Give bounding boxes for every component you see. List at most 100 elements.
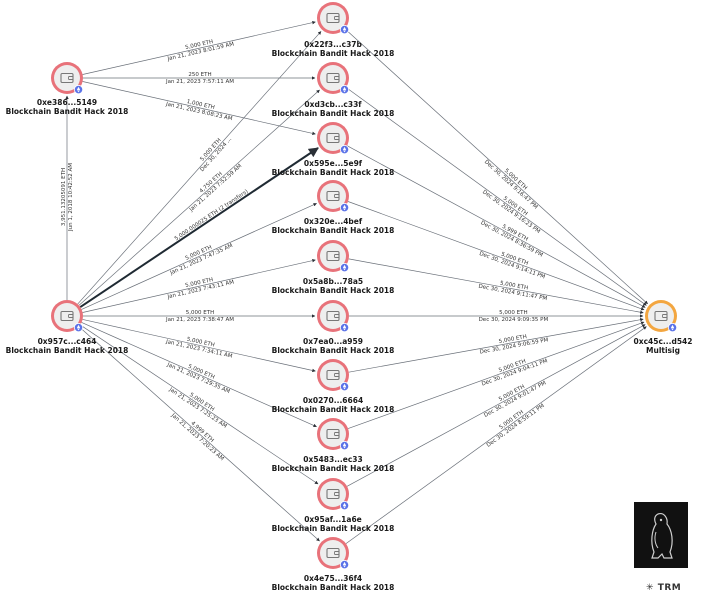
node-label-mid[interactable]: 0x7ea0...a959 Blockchain Bandit Hack 201…	[258, 337, 408, 355]
node-mid[interactable]	[317, 300, 350, 333]
node-address: 0x320e...4bef	[303, 217, 363, 226]
node-body	[54, 303, 80, 329]
node-tag: Blockchain Bandit Hack 2018	[271, 583, 395, 592]
node-address: 0x4e75...36f4	[303, 574, 363, 583]
node-label-mid[interactable]: 0x5a8b...78a5 Blockchain Bandit Hack 201…	[258, 277, 408, 295]
node-label-mid[interactable]: 0x320e...4bef Blockchain Bandit Hack 201…	[258, 217, 408, 235]
node-address: 0x7ea0...a959	[303, 337, 363, 346]
edge-src-a-out[interactable]	[82, 81, 316, 136]
ethereum-icon	[339, 84, 350, 95]
node-dest[interactable]	[645, 300, 678, 333]
edge-src-b-out[interactable]	[78, 89, 320, 306]
ethereum-icon	[339, 440, 350, 451]
edge-src-b-out[interactable]	[79, 147, 319, 308]
edge-time: Jun 1, 2018 10:42:52 AM	[68, 163, 74, 232]
node-label-mid[interactable]: 0x22f3...c37b Blockchain Bandit Hack 201…	[258, 40, 408, 58]
ethereum-icon	[339, 144, 350, 155]
edge-amount: 5,000 ETH	[499, 281, 528, 292]
wallet-icon	[326, 428, 340, 440]
edge-to-dest[interactable]	[345, 326, 647, 544]
node-tag: Blockchain Bandit Hack 2018	[271, 168, 395, 177]
node-address: 0x5a8b...78a5	[302, 277, 364, 286]
node-body	[320, 243, 346, 269]
node-body	[320, 125, 346, 151]
node-body	[320, 421, 346, 447]
trm-brand: ✳ TRM	[646, 583, 681, 593]
wallet-icon	[60, 310, 74, 322]
edge-time: Jan 21, 2023 7:38:47 AM	[165, 317, 234, 323]
node-mid[interactable]	[317, 122, 350, 155]
node-address: 0x0270...6664	[302, 396, 364, 405]
ethereum-icon	[339, 381, 350, 392]
node-label-mid[interactable]: 0xd3cb...c33f Blockchain Bandit Hack 201…	[258, 100, 408, 118]
edge-src-b-out[interactable]	[81, 322, 317, 428]
node-src-b[interactable]	[51, 300, 84, 333]
wallet-icon	[326, 547, 340, 559]
node-body	[320, 65, 346, 91]
edge-src-a-out[interactable]	[82, 20, 316, 75]
node-tag: Blockchain Bandit Hack 2018	[271, 49, 395, 58]
node-tag: Blockchain Bandit Hack 2018	[271, 464, 395, 473]
edge-time: Dec 30, 2024 9:09:35 PM	[479, 317, 549, 323]
wallet-icon	[326, 369, 340, 381]
wallet-icon	[326, 12, 340, 24]
node-body	[648, 303, 674, 329]
edge-to-dest[interactable]	[344, 28, 648, 305]
node-mid[interactable]	[317, 359, 350, 392]
edge-src-b-out[interactable]	[80, 324, 319, 485]
edge-src-b-out[interactable]	[81, 203, 317, 310]
edge-time: Jan 21, 2023 7:52:59 AM	[188, 163, 244, 214]
node-mid[interactable]	[317, 418, 350, 451]
edge-to-dest[interactable]	[348, 318, 644, 373]
edge-to-dest[interactable]	[348, 258, 644, 314]
node-body	[320, 481, 346, 507]
edge-label: 5,000.000025 ETH (2 transfers)	[174, 189, 250, 242]
node-label-mid[interactable]: 0x0270...6664 Blockchain Bandit Hack 201…	[258, 396, 408, 414]
node-label-dest[interactable]: 0xc45c...d542 Multisig	[588, 337, 702, 355]
node-label-mid[interactable]: 0x5483...ec33 Blockchain Bandit Hack 201…	[258, 455, 408, 473]
node-mid[interactable]	[317, 537, 350, 570]
edge-src-b-out[interactable]	[82, 319, 316, 373]
edge-amount: 5,000 ETH	[186, 310, 214, 316]
node-address: 0xd3cb...c33f	[304, 100, 362, 109]
node-label-mid[interactable]: 0x95af...1a6e Blockchain Bandit Hack 201…	[258, 515, 408, 533]
edge-amount: 5,000 ETH	[498, 334, 527, 345]
penguin-logo-icon	[634, 502, 688, 568]
node-body	[320, 303, 346, 329]
node-mid[interactable]	[317, 62, 350, 95]
edge-to-dest[interactable]	[345, 87, 647, 306]
ethereum-icon	[667, 322, 678, 333]
edge-src-b-out[interactable]	[78, 326, 320, 542]
node-src-a[interactable]	[51, 62, 84, 95]
edge-to-dest[interactable]	[346, 145, 646, 308]
edge-src-b-out[interactable]	[82, 258, 316, 313]
edge-to-dest[interactable]	[347, 201, 645, 311]
wallet-icon	[326, 488, 340, 500]
node-mid[interactable]	[317, 478, 350, 511]
edge-to-dest[interactable]	[347, 321, 645, 429]
node-address: 0x5483...ec33	[303, 455, 363, 464]
node-mid[interactable]	[317, 180, 350, 213]
node-mid[interactable]	[317, 2, 350, 35]
node-body	[320, 183, 346, 209]
edges-layer	[65, 20, 648, 544]
node-label-mid[interactable]: 0x595e...5e9f Blockchain Bandit Hack 201…	[258, 159, 408, 177]
node-mid[interactable]	[317, 240, 350, 273]
edge-src-b-out[interactable]	[77, 31, 322, 305]
node-label-src-a[interactable]: 0xe386...5149 Blockchain Bandit Hack 201…	[0, 98, 142, 116]
wallet-icon	[326, 132, 340, 144]
node-tag: Blockchain Bandit Hack 2018	[271, 346, 395, 355]
ethereum-icon	[339, 24, 350, 35]
node-label-mid[interactable]: 0x4e75...36f4 Blockchain Bandit Hack 201…	[258, 574, 408, 592]
ethereum-icon	[339, 322, 350, 333]
edge-to-dest[interactable]	[346, 324, 646, 487]
node-label-src-b[interactable]: 0x957c...c464 Blockchain Bandit Hack 201…	[0, 337, 142, 355]
